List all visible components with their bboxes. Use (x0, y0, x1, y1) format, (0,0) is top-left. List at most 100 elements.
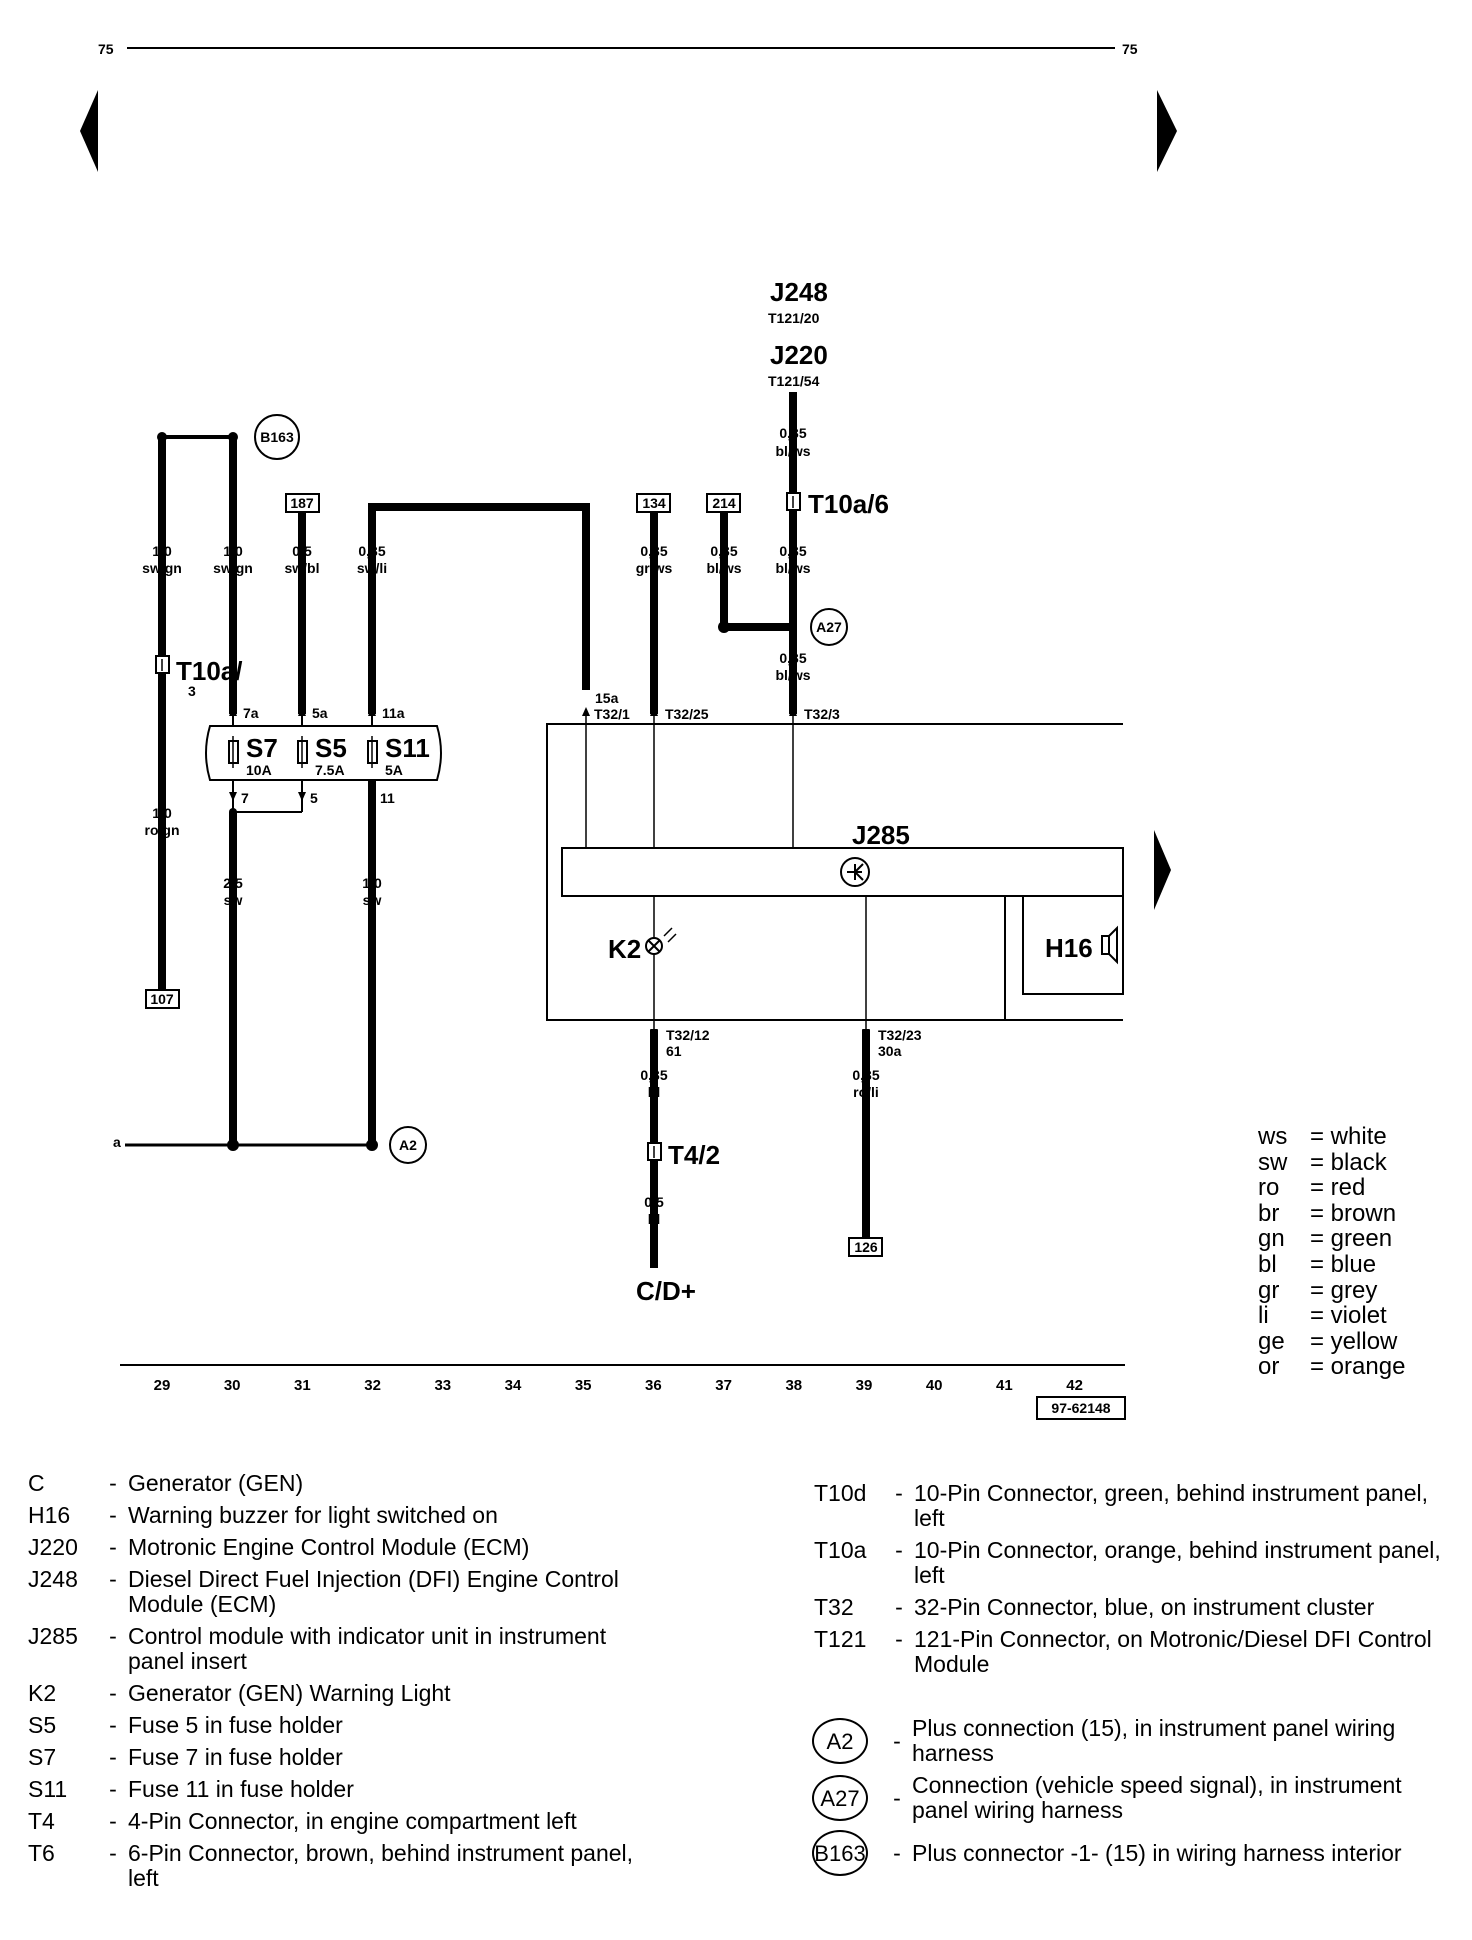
fuse-s5-label: S5 (315, 733, 347, 763)
ref-214[interactable]: 214 (706, 493, 741, 513)
column-number: 34 (505, 1377, 522, 1394)
fuse-s7-label: S7 (246, 733, 278, 763)
legend-row: J220-Motronic Engine Control Module (ECM… (28, 1534, 530, 1560)
pin-label: 11a (382, 705, 405, 721)
legend-row: T121-121-Pin Connector, on Motronic/Dies… (814, 1626, 1432, 1677)
label-t10a3-pin: 3 (188, 683, 196, 699)
prev-page-arrow-icon[interactable] (80, 90, 98, 172)
wire-gauge: 1,0 (152, 543, 172, 559)
wire-gauge: 1,0 (362, 875, 382, 891)
svg-text:A2: A2 (399, 1137, 417, 1153)
pin-label: 7a (243, 705, 259, 721)
ref-187[interactable]: 187 (285, 493, 320, 513)
column-number: 30 (224, 1377, 241, 1394)
legend-row: T10a-10-Pin Connector, orange, behind in… (814, 1537, 1441, 1588)
ref-107[interactable]: 107 (145, 989, 180, 1009)
label-j220: J220 (770, 340, 828, 370)
svg-text:A27: A27 (816, 619, 842, 635)
column-number: 36 (645, 1377, 662, 1394)
pin-label: 15a (595, 690, 619, 706)
wire-color: ro/li (853, 1084, 879, 1100)
h16-box (1022, 895, 1124, 995)
color-code-row: bl= blue (1258, 1250, 1377, 1278)
column-number: 33 (434, 1377, 451, 1394)
junction-dot (366, 1139, 378, 1151)
pin-label: T32/3 (804, 706, 840, 722)
svg-text:214: 214 (712, 495, 736, 511)
circle-a27: A27 (810, 608, 848, 646)
svg-text:126: 126 (854, 1239, 878, 1255)
column-number: 42 (1066, 1377, 1083, 1394)
legend-row: A2-Plus connection (15), in instrument p… (812, 1716, 1462, 1766)
circle-a2: A2 (389, 1126, 427, 1164)
color-code-row: li= violet (1258, 1302, 1387, 1330)
pin-label: T32/23 (878, 1027, 922, 1043)
wire-gauge: 2,5 (223, 875, 243, 891)
svg-text:187: 187 (290, 495, 314, 511)
label-k2: K2 (608, 934, 641, 964)
svg-text:134: 134 (642, 495, 666, 511)
legend-right: T10d-10-Pin Connector, green, behind ins… (814, 1481, 1454, 1684)
color-code-row: gr= grey (1258, 1276, 1378, 1304)
page-number-right: 75 (1122, 41, 1138, 57)
wire-gauge: 0,35 (640, 543, 667, 559)
pin-label: T32/25 (665, 706, 709, 722)
legend-circles: A2-Plus connection (15), in instrument p… (812, 1716, 1462, 1883)
wire-color: sw/gn (142, 560, 182, 576)
label-j248: J248 (770, 277, 828, 307)
wire-gauge: 0,35 (779, 650, 806, 666)
legend-row: S5-Fuse 5 in fuse holder (28, 1712, 343, 1738)
wire-color: bl (648, 1084, 660, 1100)
wire-col-32 (368, 503, 590, 714)
column-number: 31 (294, 1377, 311, 1394)
legend-row: H16-Warning buzzer for light switched on (28, 1502, 498, 1528)
color-code-row: ro= red (1258, 1174, 1366, 1202)
fuse-s5-rating: 7.5A (315, 762, 345, 778)
connector-t10a3-icon (155, 655, 170, 674)
wire-color: sw/bl (284, 560, 319, 576)
label-t4-2: T4/2 (668, 1140, 720, 1170)
ref-126[interactable]: 126 (848, 1237, 883, 1257)
color-code-row: sw= black (1258, 1148, 1387, 1176)
next-page-arrow-icon[interactable] (1157, 90, 1177, 172)
pin-label: 5 (310, 790, 318, 806)
column-number: 29 (154, 1377, 171, 1394)
pin-label: T32/1 (594, 706, 630, 722)
wire-gauge: 0,35 (358, 543, 385, 559)
circle-b163: B163 (254, 414, 300, 460)
wire-gauge: 0,5 (292, 543, 312, 559)
wire-color: bl/ws (775, 667, 810, 683)
color-code-row: ws= white (1258, 1123, 1387, 1150)
ref-134[interactable]: 134 (636, 493, 671, 513)
connector-t10a6-icon (786, 492, 801, 511)
color-code-row: ge= yellow (1258, 1327, 1398, 1355)
continue-arrow-icon (1154, 830, 1171, 910)
pin-label: T32/12 (666, 1027, 710, 1043)
column-number: 35 (575, 1377, 592, 1394)
color-code-row: gn= green (1258, 1225, 1393, 1253)
wire-gauge: 1,0 (152, 805, 172, 821)
svg-text:97-62148: 97-62148 (1051, 1400, 1110, 1416)
junction-dot (157, 432, 167, 442)
column-number: 37 (715, 1377, 732, 1394)
wire-color: bl (648, 1211, 660, 1227)
legend-row: J285-Control module with indicator unit … (28, 1623, 607, 1674)
pin-label: 7 (241, 790, 249, 806)
label-t10a6: T10a/6 (808, 489, 889, 519)
legend-row: T10d-10-Pin Connector, green, behind ins… (814, 1480, 1428, 1531)
label-h16: H16 (1045, 933, 1093, 963)
column-number: 32 (364, 1377, 381, 1394)
legend-row: J248-Diesel Direct Fuel Injection (DFI) … (28, 1566, 619, 1617)
wire-color: sw (224, 892, 243, 908)
legend-row: A27-Connection (vehicle speed signal), i… (812, 1773, 1462, 1823)
column-number: 41 (996, 1377, 1013, 1394)
label-c-d-plus: C/D+ (636, 1276, 696, 1306)
label-j220-pin: T121/54 (768, 373, 820, 389)
wire-color: sw/li (357, 560, 387, 576)
wire-a-label: a (113, 1134, 121, 1150)
wire-gauge: 0,35 (710, 543, 737, 559)
wire-gauge: 0,35 (779, 543, 806, 559)
junction-dot (718, 621, 730, 633)
